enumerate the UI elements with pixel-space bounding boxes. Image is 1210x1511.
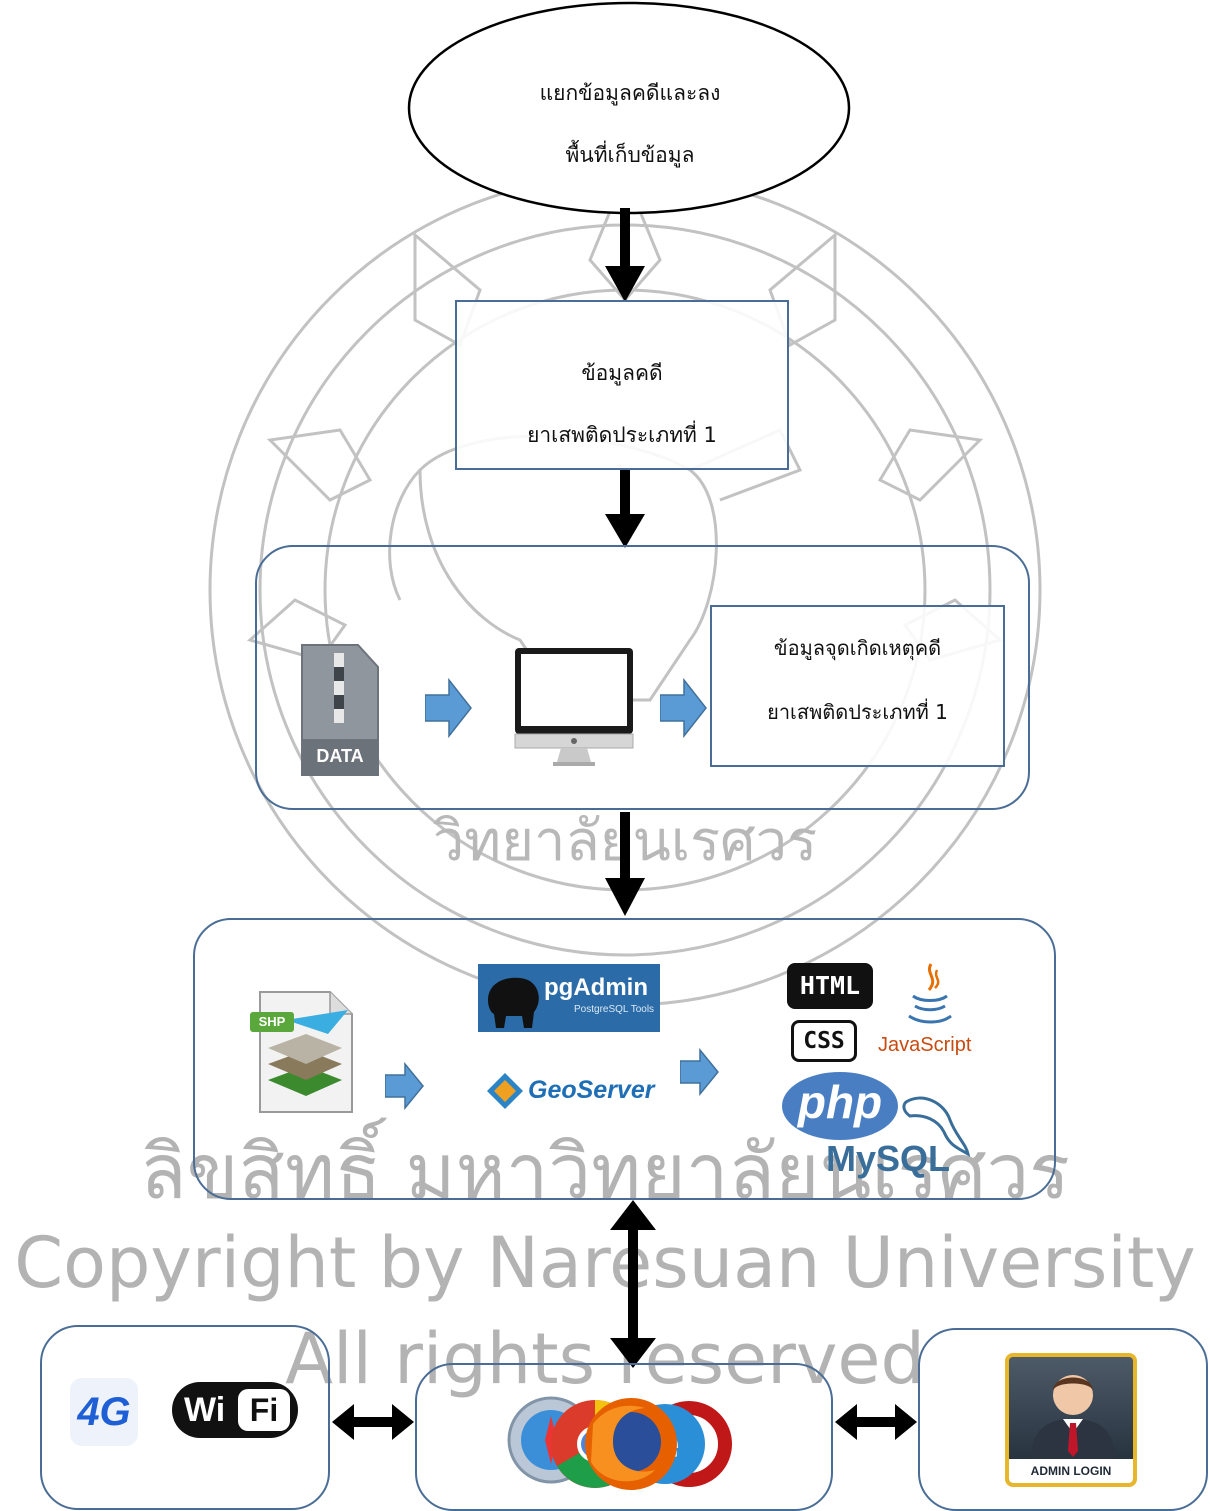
4g-icon: 4G [70, 1378, 138, 1446]
wifi-icon: Wi Fi [172, 1382, 298, 1438]
mysql-label: MySQL [826, 1138, 951, 1179]
pgadmin-title: pgAdmin [544, 974, 648, 1001]
blue-arrow-3 [385, 1062, 424, 1110]
javascript-label: JavaScript [878, 1034, 972, 1056]
start-line-1: แยกข้อมูลคดีและลง [539, 81, 721, 105]
php-logo [782, 1072, 898, 1140]
geoserver-icon [487, 1073, 523, 1109]
location-line-1: ข้อมูลจุดเกิดเหตุคดี [773, 636, 942, 660]
geoserver-label: GeoServer [528, 1076, 655, 1104]
arrow-down-3 [605, 812, 645, 916]
blue-arrow-1 [425, 678, 472, 738]
web-browsers-icon: e [507, 1396, 732, 1490]
start-line-2: พื้นที่เก็บข้อมูล [565, 143, 695, 167]
4g-label: 4G [77, 1390, 131, 1434]
arrow-down-2 [605, 470, 645, 548]
mysql-dolphin-icon [902, 1096, 971, 1158]
process-box-2 [193, 918, 1056, 1200]
case-data-label: ข้อมูลคดี ยาเสพติดประเภทที่ 1 [455, 342, 789, 466]
connectivity-box [40, 1325, 330, 1510]
location-data-box [710, 605, 1005, 767]
php-label: php [797, 1076, 883, 1128]
admin-login-label: ADMIN LOGIN [1009, 1459, 1133, 1483]
case-line-2: ยาเสพติดประเภทที่ 1 [527, 423, 717, 447]
shp-file-icon [250, 991, 353, 1113]
css-label: CSS [803, 1028, 845, 1054]
shp-label: SHP [258, 1014, 286, 1029]
wifi-right-label: Fi [238, 1389, 290, 1431]
watermark-thai: ลิขสิทธิ์ มหาวิทยาลัยนเรศวร [140, 1127, 1070, 1216]
double-arrow-vertical [610, 1200, 656, 1368]
case-data-box [455, 300, 789, 470]
arrow-down-1 [605, 208, 645, 302]
pgadmin-logo: pgAdmin PostgreSQL Tools [478, 964, 660, 1032]
start-label: แยกข้อมูลคดีและลง พื้นที่เก็บข้อมูล [440, 62, 820, 186]
watermark-copyright: Copyright by Naresuan University [14, 1222, 1196, 1304]
data-file-label: DATA [316, 746, 364, 766]
css-badge: CSS [791, 1020, 857, 1062]
process-box-1 [255, 545, 1030, 810]
admin-box [918, 1328, 1208, 1511]
blue-arrow-2 [660, 678, 707, 738]
admin-avatar-icon [1031, 1375, 1115, 1461]
pgadmin-subtitle: PostgreSQL Tools [574, 1004, 655, 1015]
html-label: HTML [799, 971, 861, 1000]
data-file-icon [301, 644, 379, 776]
double-arrow-left [332, 1404, 414, 1440]
browser-box [415, 1363, 833, 1511]
elephant-icon [488, 977, 539, 1028]
html-badge: HTML [787, 963, 873, 1009]
admin-login-icon[interactable]: ADMIN LOGIN [1005, 1353, 1137, 1487]
java-cup-icon [908, 963, 952, 1024]
double-arrow-right [835, 1404, 917, 1440]
blue-arrow-4 [680, 1048, 719, 1096]
wifi-left-label: Wi [184, 1391, 226, 1429]
location-line-2: ยาเสพติดประเภทที่ 1 [767, 700, 948, 724]
case-line-1: ข้อมูลคดี [581, 361, 663, 385]
location-data-label: ข้อมูลจุดเกิดเหตุคดี ยาเสพติดประเภทที่ 1 [710, 616, 1005, 744]
computer-monitor-icon [514, 648, 634, 766]
